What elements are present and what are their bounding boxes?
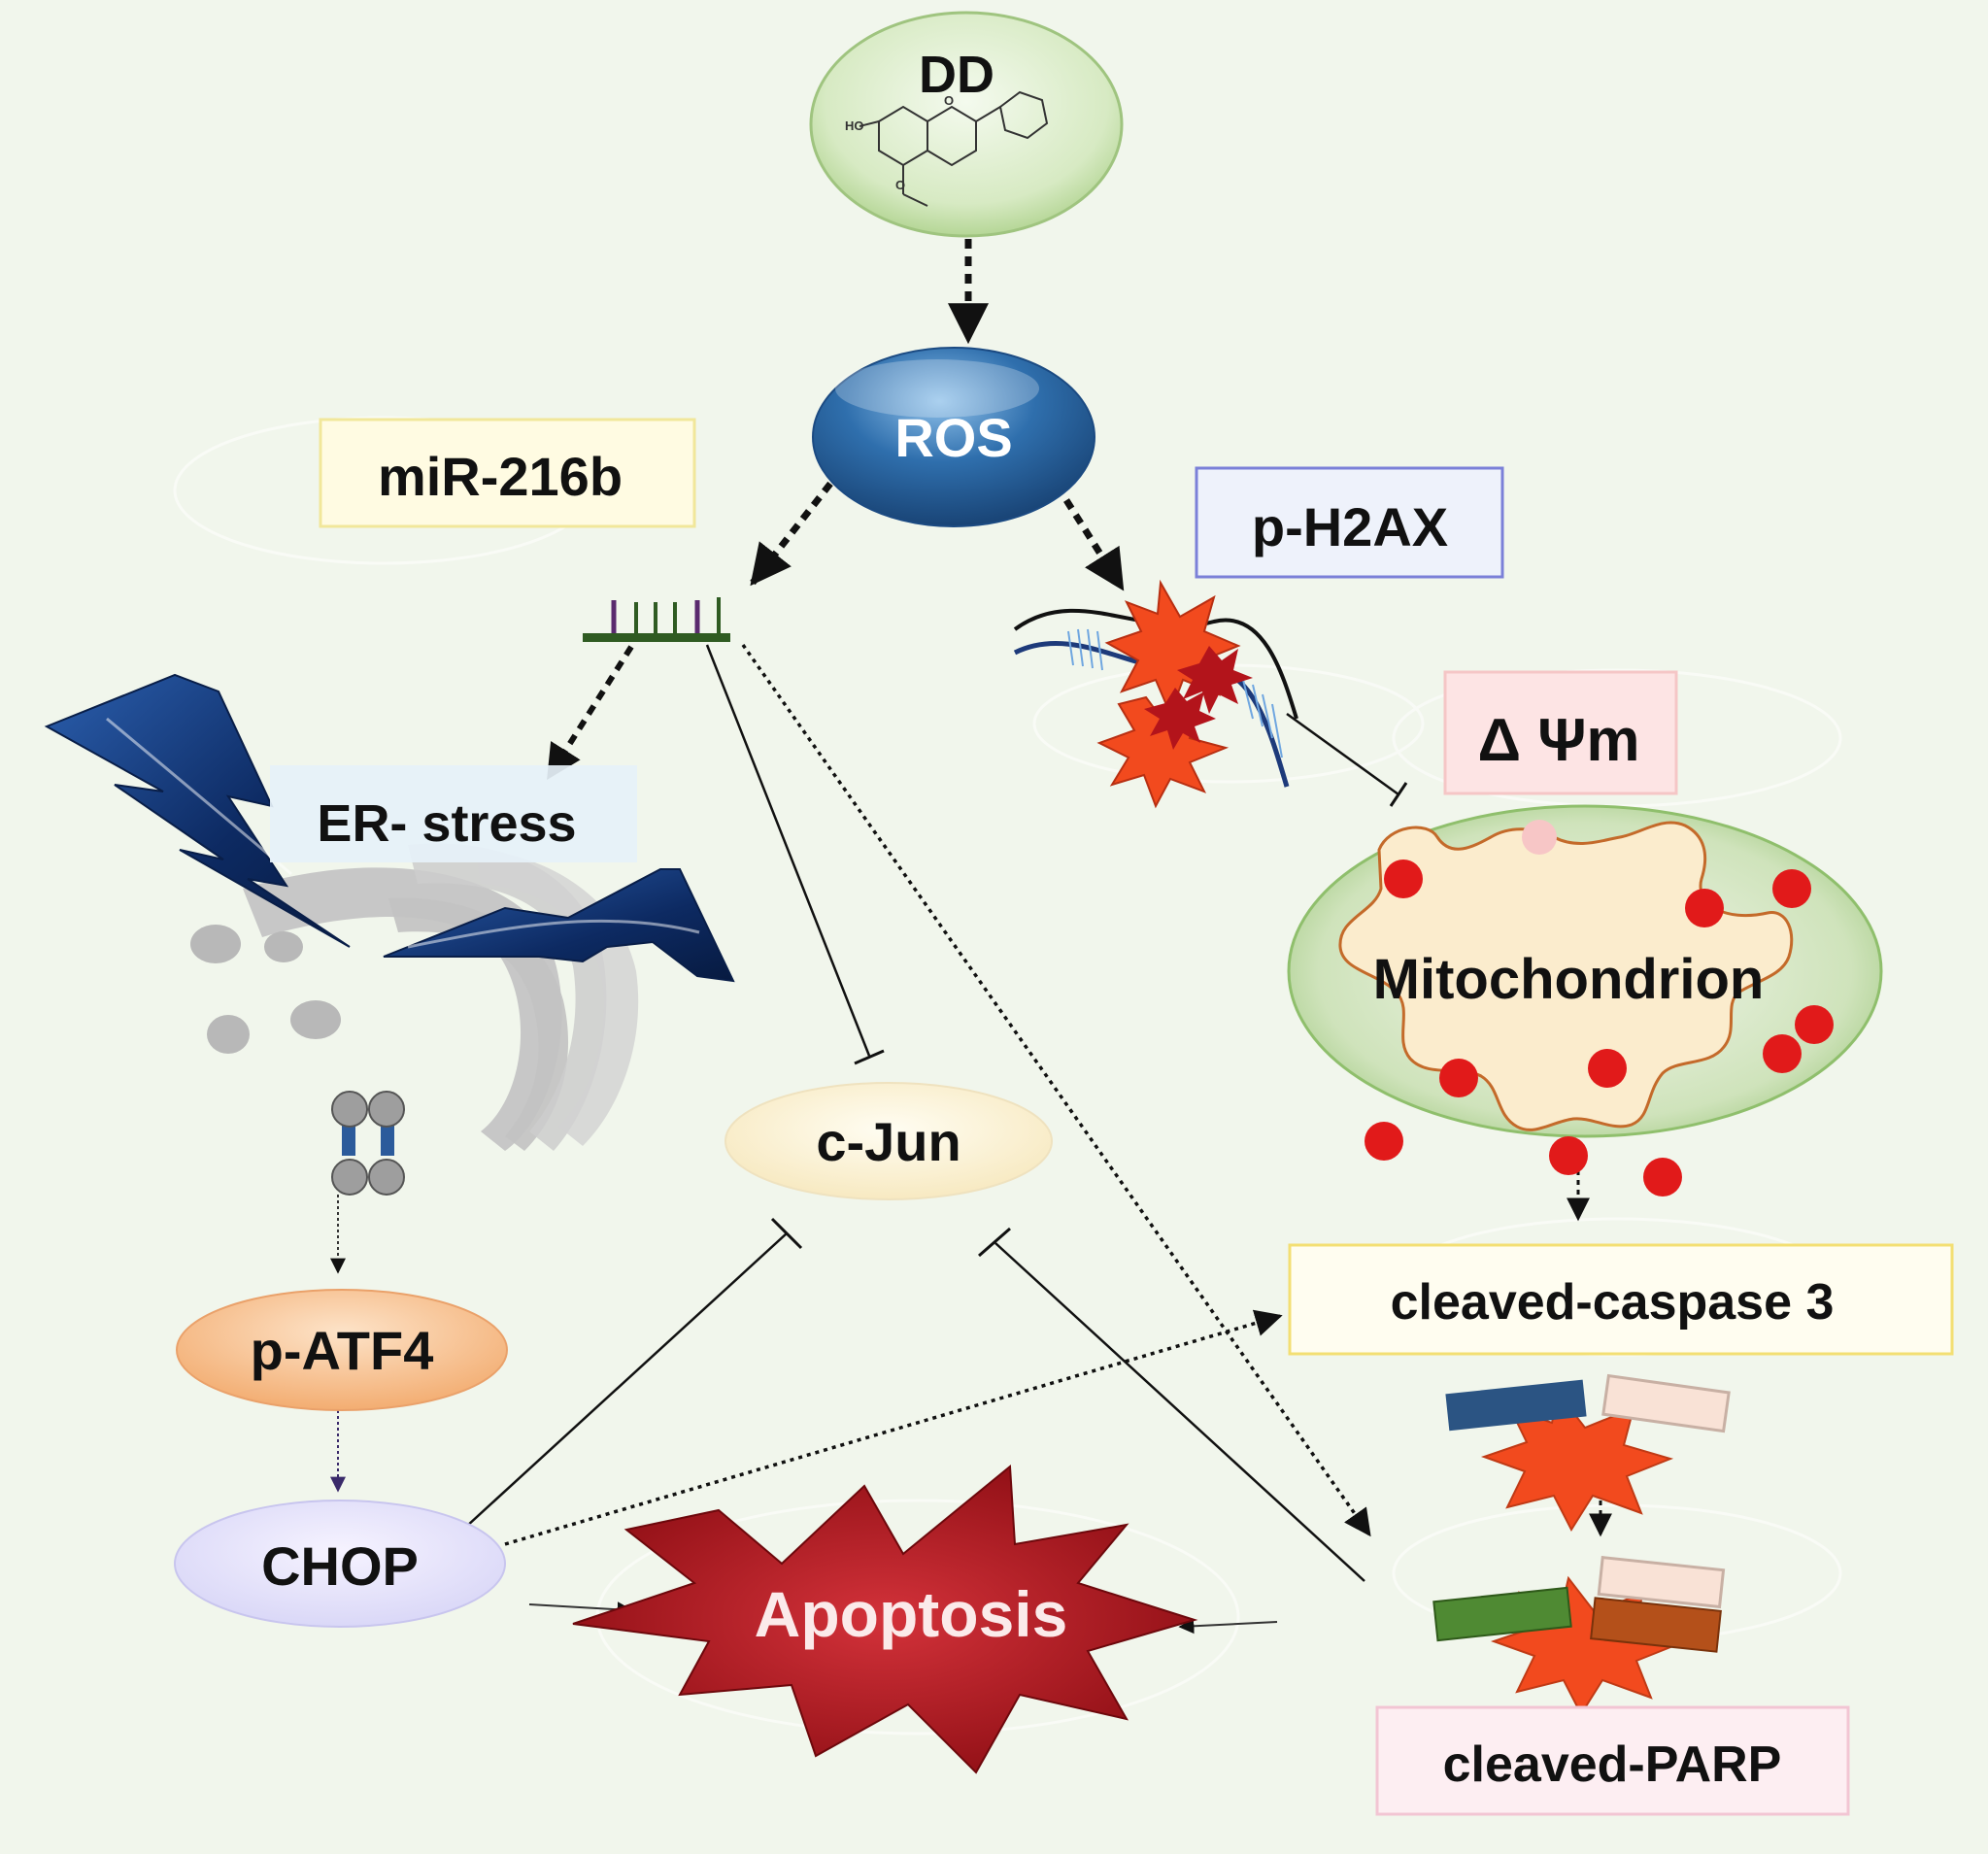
er-ribosomes [190,925,341,1054]
cleaved-parp-node: cleaved-PARP [1375,1705,1850,1816]
edge-chop-casp [504,1309,1283,1546]
dd-o-label: O [944,93,954,108]
dd-label: DD [919,46,994,104]
p-h2ax-node: p-H2AX [1195,466,1504,579]
p-atf4-node: p-ATF4 [176,1289,508,1411]
edge-mir-cjun-bar [854,1049,885,1065]
edge-ph2ax-mito-bar [1389,782,1408,807]
dd-node: HO O O DD [809,11,1124,238]
edge-mir-parp [741,643,1371,1537]
cleaved-caspase-3-label: cleaved-caspase 3 [1391,1274,1835,1331]
er-stress-node: ER- stress [270,765,637,862]
edge-chop-cjun [465,1232,788,1528]
er-stress-label: ER- stress [317,794,576,853]
dd-o2-label: O [895,178,905,192]
dd-ho-label: HO [845,118,864,133]
chop-label: CHOP [261,1535,419,1597]
delta-psi-m-label: Δ Ψm [1477,707,1639,774]
parp-cleavage-icon [1432,1555,1726,1717]
mir-216b-label: miR-216b [378,446,623,507]
edge-mir-cjun [705,644,871,1057]
gene-icon [583,597,730,642]
cleaved-parp-label: cleaved-PARP [1443,1736,1782,1793]
mitochondrion-node: Mitochondrion [1287,804,1883,1197]
edge-mir-erstress [546,645,634,781]
ros-label: ROS [894,407,1012,468]
cytochrome-c-dots [1365,860,1834,1197]
mir-216b-node: miR-216b [319,418,696,528]
caspase-cleavage-icon [1445,1373,1731,1533]
delta-psi-m-node: Δ Ψm [1443,670,1678,795]
edge-ros-mir [750,481,833,587]
mitochondrion-label: Mitochondrion [1373,948,1765,1011]
edge-parp-cjun [994,1242,1365,1582]
receptor-dimer-icon [331,1091,405,1196]
dna-rungs [1067,628,1283,758]
edge-parp-apop [1178,1618,1278,1635]
flavanone-structure-icon [859,90,1049,207]
edge-chop-cjun-bar [770,1217,803,1250]
c-jun-node: c-Jun [724,1082,1053,1200]
ros-node: ROS [812,347,1095,527]
apoptosis-node: Apoptosis [572,1464,1198,1774]
edge-ph2ax-mito [1286,712,1399,796]
lightning-bolt-icon-right [383,868,735,983]
apoptosis-label: Apoptosis [755,1578,1068,1650]
p-atf4-label: p-ATF4 [251,1320,434,1381]
edges [330,221,1612,1635]
chop-node: CHOP [174,1500,506,1628]
p-h2ax-label: p-H2AX [1252,496,1448,557]
edge-parp-cjun-bar [978,1227,1011,1258]
lightning-bolt-icon-left [44,673,351,948]
c-jun-label: c-Jun [816,1111,960,1172]
dna-damage-icon [1013,579,1298,809]
cleaved-caspase-3-node: cleaved-caspase 3 [1288,1243,1954,1356]
